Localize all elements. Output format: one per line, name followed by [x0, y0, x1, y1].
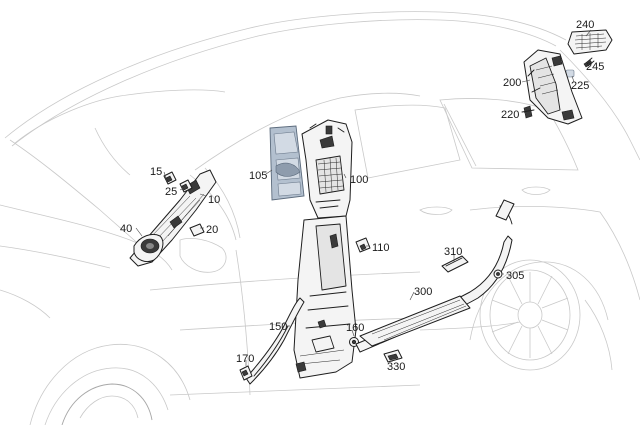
callout-25: 25 [165, 186, 177, 198]
part-25-clip [179, 179, 193, 193]
callout-220: 220 [501, 109, 519, 121]
part-150-sill-trim [245, 297, 305, 385]
rear-wheel [479, 259, 581, 371]
part-200-c-pillar-trim [523, 49, 583, 125]
part-330-clip [383, 349, 403, 363]
part-310-grab-handle [441, 255, 469, 273]
callout-100: 100 [350, 174, 368, 186]
callout-15: 15 [150, 166, 162, 178]
part-15-clip [163, 171, 177, 185]
part-100-b-pillar-upper [301, 119, 353, 219]
callout-240: 240 [576, 19, 594, 31]
callout-160: 160 [346, 322, 364, 334]
callout-170: 170 [236, 353, 254, 365]
callout-330: 330 [387, 361, 405, 373]
part-40-speaker-cover [133, 233, 164, 263]
part-300-rear-sill-trim [355, 199, 515, 353]
callout-300: 300 [414, 286, 432, 298]
callout-10: 10 [208, 194, 220, 206]
callout-305: 305 [506, 270, 524, 282]
leader-lines [135, 29, 593, 366]
part-220-clip [521, 105, 535, 119]
callout-245: 245 [586, 61, 604, 73]
part-240-rear-light-trim [567, 29, 613, 55]
callout-150: 150 [269, 321, 287, 333]
part-110-clip [355, 237, 371, 253]
callout-225: 225 [571, 80, 589, 92]
callout-labels: 240 245 225 200 220 105 100 15 25 10 40 … [120, 19, 604, 373]
part-170-clip [239, 365, 253, 381]
callout-105: 105 [249, 170, 267, 182]
callout-20: 20 [206, 224, 218, 236]
part-245-clip [583, 57, 595, 68]
callout-310: 310 [444, 246, 462, 258]
part-b-pillar-lower [293, 215, 357, 379]
part-305-grommet [493, 269, 503, 279]
callout-110: 110 [372, 242, 390, 254]
part-20-clip [189, 223, 205, 237]
callout-40: 40 [120, 223, 132, 235]
callout-200: 200 [503, 77, 521, 89]
part-105-insulation [269, 125, 305, 201]
